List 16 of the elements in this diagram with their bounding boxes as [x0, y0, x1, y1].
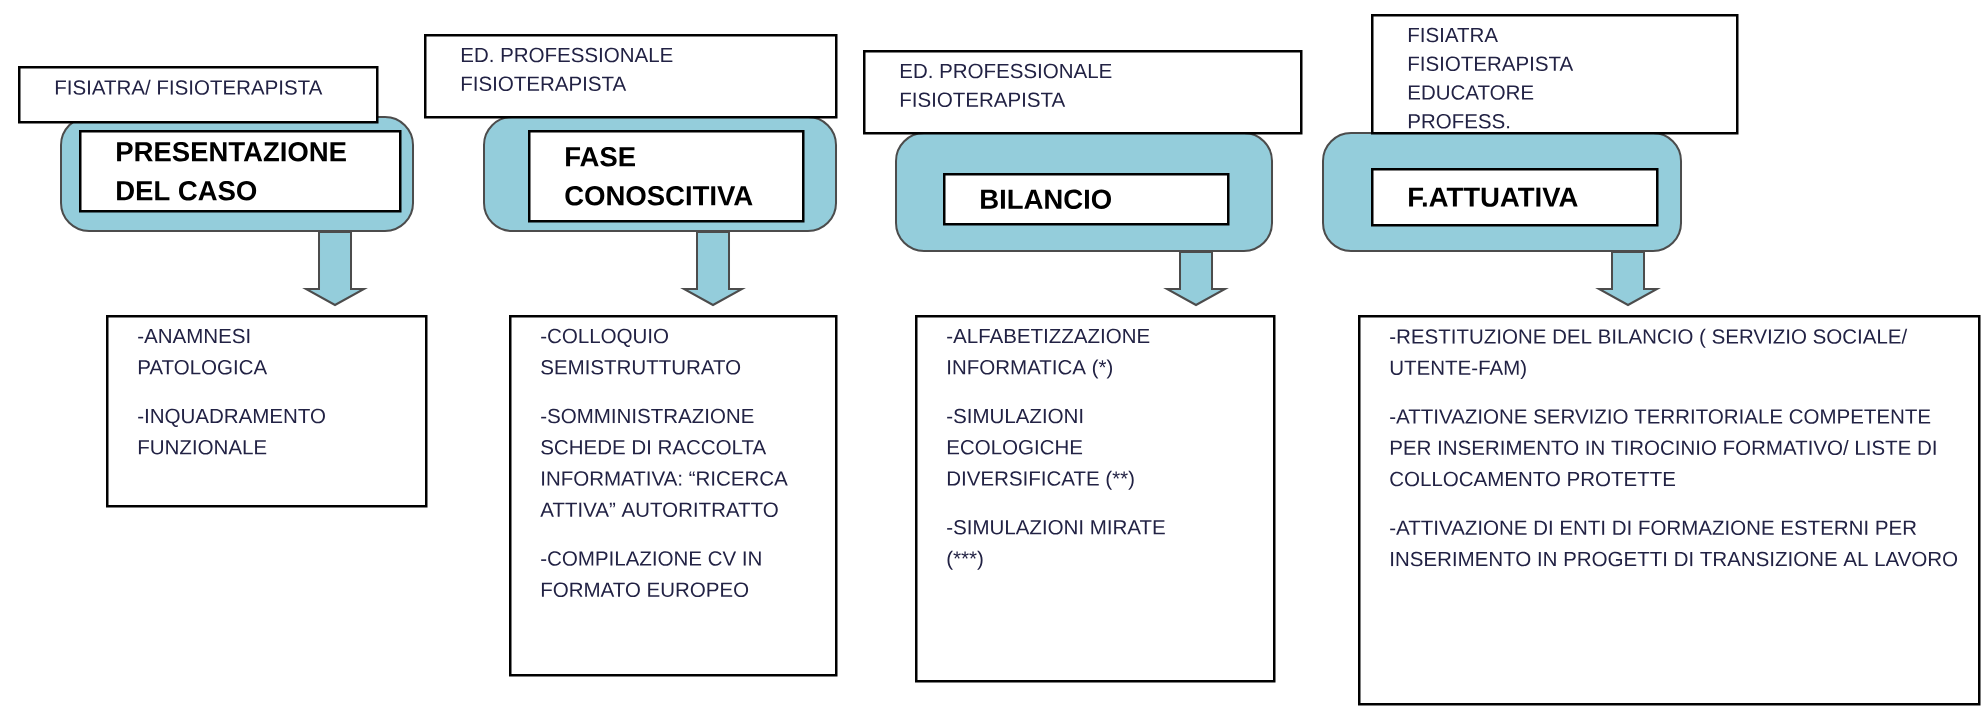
block-arrow: [1595, 251, 1661, 307]
block-arrow: [302, 231, 368, 307]
role-box: FISIATRA/ FISIOTERAPISTA: [18, 66, 379, 124]
phase-title-box: FASE CONOSCITIVA: [528, 130, 805, 223]
role-box: FISIATRA FISIOTERAPISTA EDUCATORE PROFESS.: [1371, 14, 1739, 135]
block-arrow: [680, 231, 746, 307]
phase-title-box: F.ATTUATIVA: [1371, 168, 1659, 227]
activity-box: -COLLOQUIO SEMISTRUTTURATO -SOMMINISTRAZIONE SCHEDE DI RACCOLTA INFORMATIVA: “RICERCA ATTIVA” AUTORITRATTO -COMPILAZIONE CV IN FORMATO EUROPEO: [509, 315, 838, 677]
activity-box: -RESTITUZIONE DEL BILANCIO ( SERVIZIO SOCIALE/ UTENTE-FAM) -ATTIVAZIONE SERVIZIO TERRITORIALE COMPETENTE PER INSERIMENTO IN TIROCINIO FORMATIVO/ LISTE DI COLLOCAMENTO PROTETTE -ATTIVAZIONE DI ENTI DI FORMAZIONE ESTERNI PER INSERIMENTO IN PROGETTI DI TRANSIZIONE AL LAVORO: [1358, 315, 1981, 706]
block-arrow: [1163, 251, 1229, 307]
activity-box: -ANAMNESI PATOLOGICA -INQUADRAMENTO FUNZIONALE: [106, 315, 428, 508]
phase-title-box: BILANCIO: [943, 173, 1230, 226]
role-box: ED. PROFESSIONALE FISIOTERAPISTA: [863, 50, 1303, 135]
phase-title-box: PRESENTAZIONE DEL CASO: [79, 130, 402, 213]
role-box: ED. PROFESSIONALE FISIOTERAPISTA: [424, 34, 838, 119]
activity-box: -ALFABETIZZAZIONE INFORMATICA (*) -SIMULAZIONI ECOLOGICHE DIVERSIFICATE (**) -SIMULAZIONI MIRATE (***): [915, 315, 1276, 683]
